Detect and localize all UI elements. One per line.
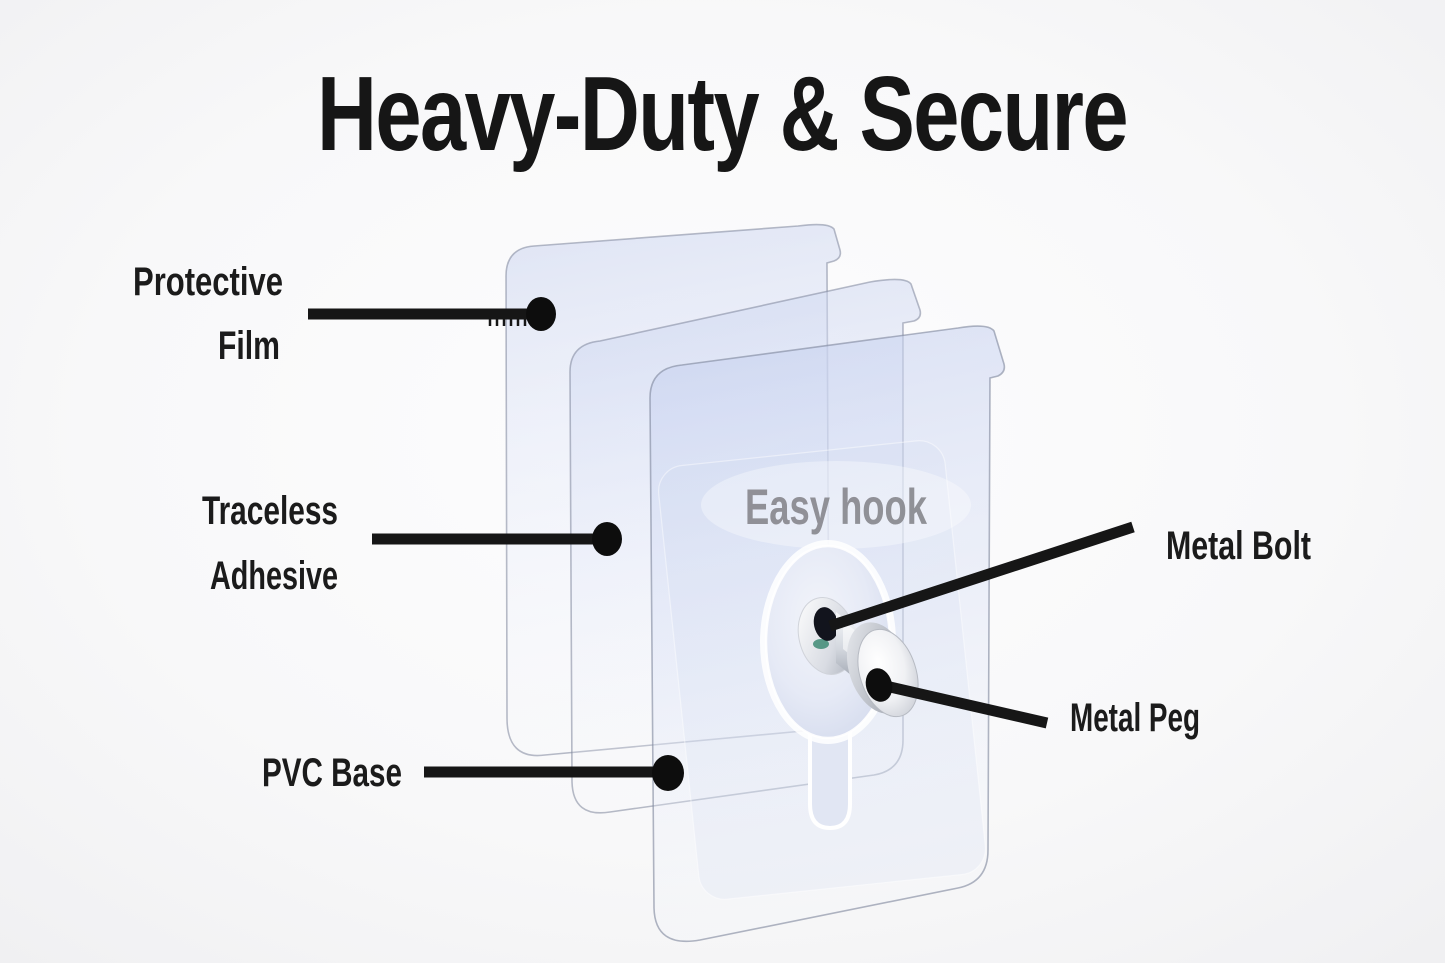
label-metal-peg: Metal Peg bbox=[1070, 696, 1200, 740]
film-line-serrations bbox=[488, 319, 527, 326]
callout-dot-protective-film bbox=[526, 297, 556, 331]
label-traceless-adhesive-line1: Traceless bbox=[202, 489, 338, 533]
callout-dot-metal-peg bbox=[865, 668, 893, 702]
metal-bolt-hole bbox=[813, 607, 839, 641]
label-metal-bolt: Metal Bolt bbox=[1166, 524, 1311, 568]
label-pvc-base: PVC Base bbox=[262, 751, 402, 795]
green-accent bbox=[813, 639, 829, 649]
callout-line-metal-peg bbox=[875, 678, 1049, 729]
label-protective-film-line2: Film bbox=[218, 324, 280, 368]
page-title: Heavy-Duty & Secure bbox=[317, 55, 1127, 173]
label-protective-film-line1: Protective bbox=[133, 260, 283, 304]
printed-product-name: Easy hook bbox=[745, 479, 927, 535]
callout-line-metal-bolt bbox=[828, 521, 1135, 632]
label-glow bbox=[701, 461, 971, 549]
callout-dot-pvc-base bbox=[652, 755, 684, 791]
callout-dot-traceless-adhesive bbox=[592, 522, 622, 556]
callout-dots bbox=[526, 297, 893, 791]
callout-lines bbox=[308, 308, 1135, 778]
label-traceless-adhesive-line2: Adhesive bbox=[210, 554, 338, 598]
